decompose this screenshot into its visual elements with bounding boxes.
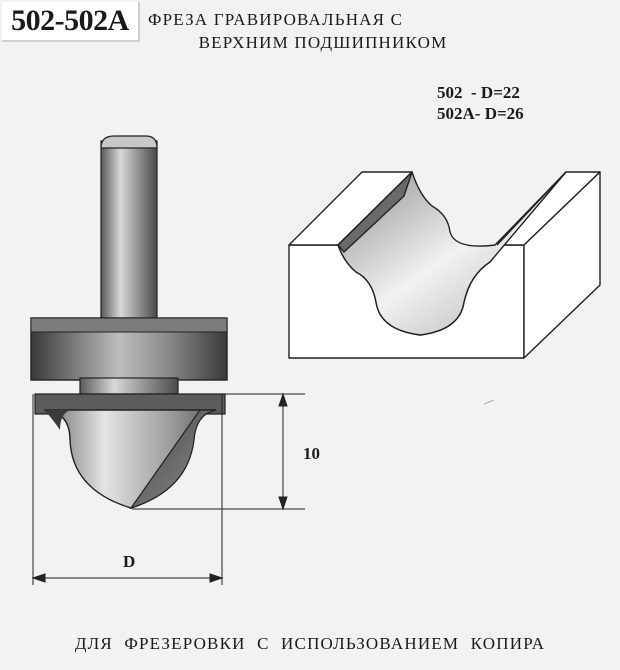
diameter-label: D [123, 552, 136, 571]
collar [79, 377, 179, 395]
dimension-diameter [31, 394, 224, 585]
dimension-height [132, 392, 305, 511]
shank-top [100, 135, 158, 149]
carbide-blade [129, 409, 217, 510]
bearing-ring [30, 317, 228, 333]
variant-list: 502 - D=22 502A- D=26 [437, 82, 524, 124]
bit-shank [100, 140, 158, 327]
product-title: ФРЕЗА ГРАВИРОВАЛЬНАЯ С ВЕРХНИМ ПОДШИПНИК… [148, 8, 488, 54]
workpiece [288, 171, 601, 359]
speck [483, 399, 495, 405]
height-label: 10 [303, 444, 320, 463]
footer-caption: ДЛЯ ФРЕЗЕРОВКИ С ИСПОЛЬЗОВАНИЕМ КОПИРА [74, 634, 546, 653]
groove-edge [496, 171, 567, 246]
left-flute [44, 410, 70, 430]
groove-ridge [337, 171, 413, 253]
workpiece-groove [337, 171, 567, 336]
variant-502a: 502A- D=26 [437, 104, 524, 123]
title-line-2: ВЕРХНИМ ПОДШИПНИКОМ [198, 33, 448, 52]
variant-502: 502 - D=22 [437, 83, 520, 102]
workpiece-side [523, 171, 601, 359]
title-line-1: ФРЕЗА ГРАВИРОВАЛЬНАЯ С [148, 10, 404, 29]
cutter-plate [34, 393, 226, 415]
router-bit [30, 135, 228, 510]
model-code: 502-502A [2, 2, 140, 42]
